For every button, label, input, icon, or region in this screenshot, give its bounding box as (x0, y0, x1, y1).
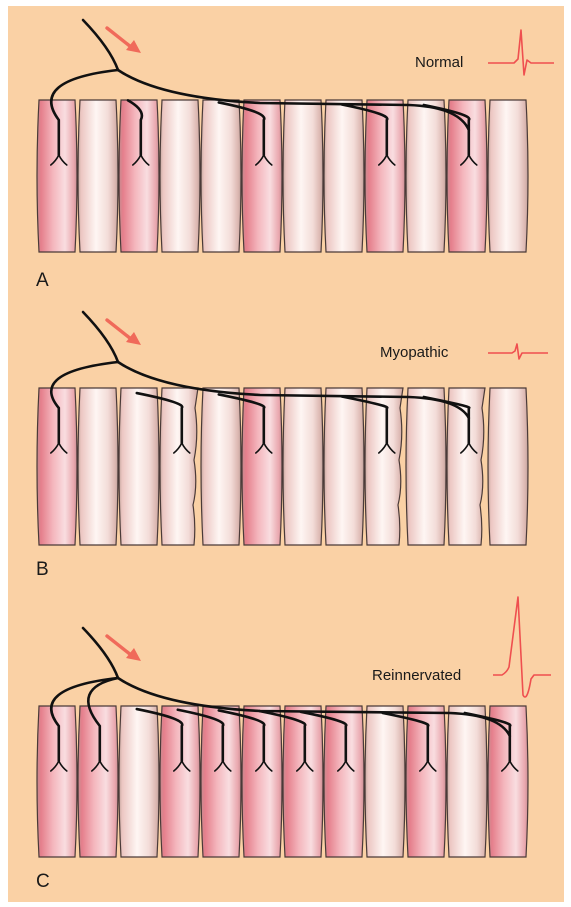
muscle-fiber-5 (201, 706, 241, 857)
trace-label: Reinnervated (372, 667, 461, 684)
muscle-fiber-4 (160, 100, 200, 252)
muscle-fiber-12 (488, 388, 528, 545)
muscle-fiber-10 (406, 388, 446, 545)
muscle-fiber-5 (201, 388, 241, 545)
muscle-fiber-3 (119, 100, 159, 252)
muscle-fiber-10 (406, 100, 446, 252)
muscle-fiber-8 (324, 388, 364, 545)
muscle-fiber-11 (447, 388, 485, 545)
muscle-fiber-1 (37, 100, 77, 252)
muscle-fiber-6 (242, 100, 282, 252)
trace-label: Myopathic (380, 344, 449, 361)
muscle-fiber-4 (160, 388, 198, 545)
muscle-fiber-7 (283, 706, 323, 857)
muscle-fiber-4 (160, 706, 200, 857)
muscle-fiber-7 (283, 100, 323, 252)
muscle-fiber-6 (242, 388, 282, 545)
muscle-fiber-9 (365, 388, 403, 545)
muscle-fiber-3 (119, 706, 159, 857)
muscle-fiber-8 (324, 706, 364, 857)
muscle-fiber-9 (365, 100, 405, 252)
muscle-fiber-9 (365, 706, 405, 857)
muscle-fiber-10 (406, 706, 446, 857)
muscle-fiber-1 (37, 706, 77, 857)
muscle-fiber-12 (488, 706, 528, 857)
muscle-fiber-1 (37, 388, 77, 545)
muscle-fiber-5 (201, 100, 241, 252)
muscle-fiber-2 (78, 100, 118, 252)
muscle-fiber-12 (488, 100, 528, 252)
muscle-fiber-6 (242, 706, 282, 857)
trace-label: Normal (415, 54, 463, 71)
muscle-fiber-11 (447, 706, 487, 857)
muscle-fiber-2 (78, 388, 118, 545)
muscle-fiber-2 (78, 706, 118, 857)
muscle-fiber-8 (324, 100, 364, 252)
muscle-fiber-7 (283, 388, 323, 545)
muscle-fiber-11 (447, 100, 487, 252)
panel-letter: A (36, 270, 49, 291)
panel-letter: C (36, 871, 50, 892)
muscle-fiber-3 (119, 388, 159, 545)
panel-letter: B (36, 559, 49, 580)
